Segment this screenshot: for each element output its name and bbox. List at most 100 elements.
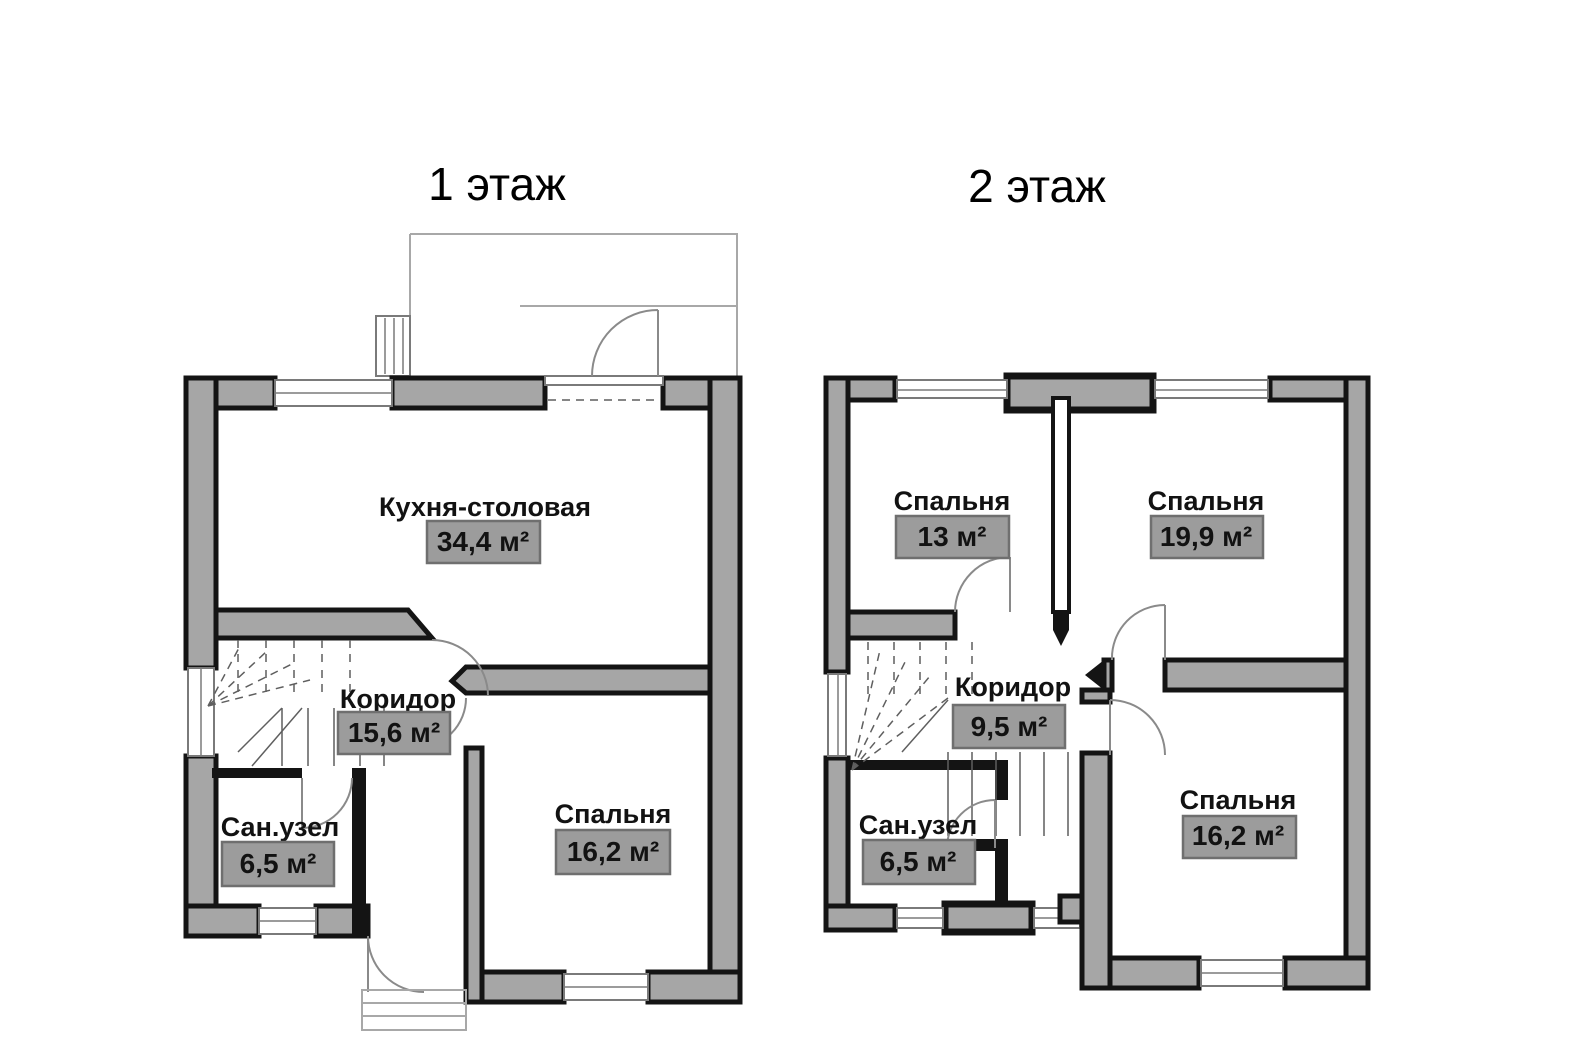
terrace-window-mullions bbox=[384, 318, 404, 374]
bedroom-top-wall bbox=[448, 664, 713, 696]
bedroom162-door-arc bbox=[1109, 699, 1166, 756]
room-label-floor1-corridor: Коридор 15,6 м² bbox=[336, 684, 456, 756]
area-badge bbox=[336, 710, 452, 756]
room-label-floor1-bathroom: Сан.узел 6,5 м² bbox=[220, 812, 340, 888]
area-badge bbox=[861, 838, 977, 886]
stair-treads-dashed bbox=[867, 642, 973, 666]
stair-treads bbox=[947, 752, 1069, 836]
room-name: Спальня bbox=[1180, 785, 1297, 815]
wall-segment bbox=[707, 375, 743, 1005]
stair-winder-lines bbox=[901, 699, 949, 753]
wall-segment bbox=[183, 903, 262, 939]
room-area: 13 м² bbox=[918, 521, 987, 552]
bathroom-door-arc bbox=[301, 777, 353, 829]
terrace-edge bbox=[410, 233, 738, 376]
stair-treads bbox=[281, 708, 385, 766]
bedroom13-door-arc bbox=[954, 556, 1011, 613]
room-label-floor2-bedroom13: Спальня 13 м² bbox=[894, 486, 1011, 560]
room-name: Спальня bbox=[1148, 486, 1265, 516]
wall-segment bbox=[1343, 375, 1371, 991]
room-name: Спальня bbox=[555, 799, 672, 829]
window bbox=[827, 673, 847, 757]
divider-wall-end bbox=[1053, 612, 1069, 646]
bedrooms-divider-wall bbox=[1051, 396, 1071, 614]
step-lines bbox=[362, 1002, 466, 1017]
area-badge bbox=[554, 828, 672, 876]
terrace-window-symbol bbox=[375, 315, 411, 377]
bathroom-right-wall bbox=[352, 768, 366, 936]
wall-pier bbox=[941, 900, 1036, 936]
wall-segment bbox=[1282, 955, 1371, 991]
bathroom2-right-wall-lower bbox=[995, 845, 1008, 906]
bathroom-top-wall bbox=[212, 768, 302, 778]
room-label-floor2-corridor: Коридор 9,5 м² bbox=[951, 672, 1071, 750]
room-label-floor2-bathroom: Сан.узел 6,5 м² bbox=[859, 810, 978, 886]
room-area: 19,9 м² bbox=[1160, 521, 1252, 552]
terrace-outline bbox=[375, 233, 738, 377]
room-name: Сан.узел bbox=[221, 812, 340, 842]
room-area: 34,4 м² bbox=[437, 526, 529, 557]
area-badge bbox=[425, 519, 542, 565]
bathroom2-top-wall bbox=[848, 760, 995, 770]
floor2-doors bbox=[946, 556, 1166, 849]
bathroom2-wall-flange bbox=[975, 839, 1008, 851]
room-area: 16,2 м² bbox=[1192, 820, 1284, 851]
bedroom199-bottom-wall-stub bbox=[1101, 657, 1115, 693]
vestibule-door-arc bbox=[367, 935, 425, 993]
floor2-windows bbox=[827, 379, 1284, 987]
area-badge bbox=[951, 703, 1067, 750]
floor1-windows bbox=[187, 375, 664, 1001]
room-name: Сан.узел bbox=[859, 810, 978, 840]
stair-treads-dashed bbox=[237, 640, 351, 664]
floor2-stairs bbox=[851, 642, 1069, 836]
stair-winder-fan bbox=[207, 645, 311, 707]
room-label-floor2-bedroom162: Спальня 16,2 м² bbox=[1180, 785, 1298, 860]
wall-segment bbox=[645, 969, 743, 1005]
room-label-floor1-kitchen: Кухня-столовая 34,4 м² bbox=[379, 492, 591, 565]
bedroom162-left-wall-stub bbox=[1079, 687, 1113, 705]
room-area: 6,5 м² bbox=[880, 846, 957, 877]
wall-segment bbox=[183, 375, 219, 671]
room-label-floor2-bedroom199: Спальня 19,9 м² bbox=[1148, 486, 1265, 560]
bathroom2-right-wall bbox=[995, 760, 1008, 800]
floor2-title: 2 этаж bbox=[968, 160, 1106, 212]
floor2-plan: Спальня 13 м² Спальня 19,9 м² Коридор 9,… bbox=[823, 372, 1371, 991]
entry-door-arc bbox=[591, 309, 659, 377]
floor1-entry-steps bbox=[361, 989, 467, 1031]
kitchen-partition-wall bbox=[213, 607, 438, 641]
room-area: 15,6 м² bbox=[348, 717, 440, 748]
bedroom199-bottom-wall bbox=[1162, 657, 1349, 693]
room-name: Коридор bbox=[340, 684, 456, 714]
bedroom13-bottom-wall bbox=[845, 609, 958, 641]
room-area: 9,5 м² bbox=[971, 711, 1048, 742]
area-badge bbox=[1149, 514, 1265, 560]
wall-segment bbox=[477, 969, 567, 1005]
stair-treads-dashed bbox=[237, 670, 351, 694]
bedroom162-left-wall bbox=[1079, 750, 1113, 991]
area-badge bbox=[894, 514, 1011, 560]
wall-pier bbox=[1003, 372, 1157, 414]
stair-winder-fan bbox=[851, 649, 949, 771]
room-area: 16,2 м² bbox=[567, 836, 659, 867]
room-area: 6,5 м² bbox=[240, 848, 317, 879]
wall-protrusion bbox=[1057, 893, 1085, 925]
area-badge bbox=[220, 840, 336, 888]
window bbox=[544, 375, 664, 386]
room-name: Коридор bbox=[955, 672, 1071, 702]
stair-winder-lines bbox=[237, 707, 303, 767]
floor1-plan: Кухня-столовая 34,4 м² Коридор 15,6 м² С… bbox=[183, 233, 743, 1031]
wall-chamfer-end bbox=[1085, 660, 1104, 690]
wall-segment bbox=[823, 903, 898, 933]
floor1-stairs bbox=[207, 640, 385, 767]
floor1-interior-walls bbox=[212, 607, 713, 1005]
wall-segment bbox=[389, 375, 548, 411]
window bbox=[896, 379, 1008, 399]
floor2-interior-walls bbox=[845, 396, 1349, 991]
bedroom-left-wall bbox=[463, 745, 485, 1005]
window bbox=[1154, 379, 1269, 399]
room-label-floor1-bedroom: Спальня 16,2 м² bbox=[554, 799, 672, 876]
bedroom199-door-arc bbox=[1110, 604, 1166, 661]
steps-outline bbox=[361, 989, 467, 1031]
area-badge bbox=[1181, 814, 1298, 860]
